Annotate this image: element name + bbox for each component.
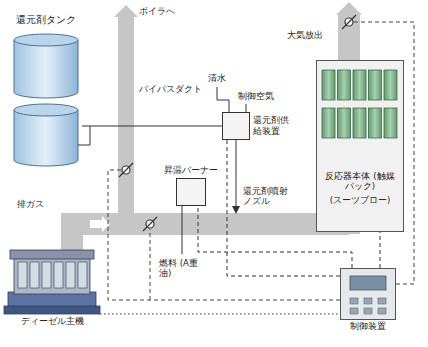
cylinder-head [18,262,87,288]
connector-line [380,232,381,268]
exhaust-duct [72,14,349,250]
node-text: 還元剤タンク [10,14,82,26]
reactor-body [316,60,404,232]
callout-label: 清水 [207,73,227,84]
control-panel [340,268,396,320]
connector-line [82,126,222,127]
diesel-engine [4,250,100,314]
burner-box: 昇温バーナー [176,178,206,206]
callout-label: バイパスダクト [138,84,203,95]
catalyst-pack [322,70,397,138]
callout-label: 大気放出 [286,30,324,41]
engine-group: ディーゼル主機 [4,246,100,328]
connector-line [198,206,352,268]
callout-label: 制御空気 [237,91,275,102]
control-button [350,298,386,314]
reductant-tank [14,34,78,166]
reactor-box: 反応器本体 (触媒パック)(スーツブロー) [316,60,404,232]
control-line [108,22,414,300]
node-text: 反応器本体 (触媒パック) [317,61,403,191]
tank-group: 還元剤タンク [10,14,82,170]
bypass-arrow [114,5,138,17]
outlet-arrow [336,2,362,15]
node-text: 制御装置 [350,321,386,332]
supply-unit-box: 還元剤供給装置 [222,112,250,140]
node-text: 還元剤供給装置 [253,115,291,137]
connector-line [227,140,340,276]
callout-label: 燃料 (A重油) [158,258,206,278]
callout-label: ボイラへ [138,6,176,17]
callout-label: 排ガス [16,199,45,210]
pipe [78,126,90,145]
node-text: ディーゼル主機 [4,316,100,327]
callout-label: 還元剤噴射ノズル [242,186,290,206]
node-text: (スーツブロー) [317,191,403,205]
flow-arrow [90,216,110,232]
control-unit-box: 制御装置 [340,268,396,320]
connector-line [100,314,340,315]
control-screen [350,276,386,290]
injection-nozzle [232,206,240,214]
node-text: 昇温バーナー [164,165,218,176]
bypass-duct [118,16,134,224]
